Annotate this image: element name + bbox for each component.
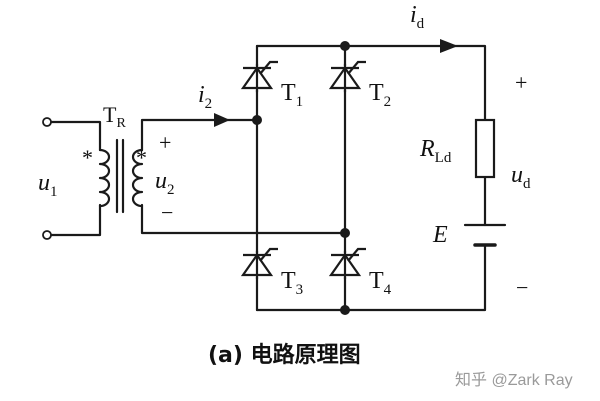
diagram-caption: (a) 电路原理图 bbox=[208, 342, 361, 368]
load-plus-sign: + bbox=[515, 70, 527, 95]
junction-dot-bottom bbox=[340, 305, 350, 315]
secondary-current-label: i2 bbox=[198, 82, 212, 112]
thyristor-gate-lead bbox=[347, 247, 366, 262]
thyristor-label: T2 bbox=[369, 80, 391, 110]
primary-terminal-top bbox=[42, 117, 52, 127]
thyristor-t1: T1 bbox=[240, 60, 303, 110]
junction-dot-top bbox=[340, 41, 350, 51]
transformer-label: TR bbox=[103, 102, 126, 131]
junction-dot-b bbox=[340, 228, 350, 238]
load-current-label: id bbox=[410, 2, 425, 32]
secondary-minus-sign: − bbox=[161, 200, 173, 225]
thyristor-gate-lead bbox=[259, 60, 278, 75]
thyristor-triangle-icon bbox=[240, 66, 274, 90]
thyristor-label: T3 bbox=[281, 268, 303, 298]
resistor-icon bbox=[474, 118, 496, 179]
thyristor-triangle-icon bbox=[240, 253, 274, 277]
secondary-voltage-label: u2 bbox=[155, 168, 175, 198]
primary-dot-mark: * bbox=[82, 145, 93, 170]
secondary-winding bbox=[131, 148, 144, 208]
thyristor-t3: T3 bbox=[240, 247, 303, 298]
thyristor-label: T1 bbox=[281, 80, 303, 110]
secondary-plus-sign: + bbox=[159, 130, 171, 155]
thyristor-triangle-icon bbox=[328, 66, 362, 90]
thyristor-gate-lead bbox=[259, 247, 278, 262]
thyristor-label: T4 bbox=[369, 268, 392, 298]
id-arrow-icon bbox=[440, 39, 458, 53]
load-minus-sign: − bbox=[516, 275, 528, 300]
primary-bottom-lead bbox=[48, 203, 102, 237]
secondary-bottom-lead bbox=[140, 203, 347, 235]
thyristor-triangle-icon bbox=[328, 253, 362, 277]
i2-arrow-icon bbox=[214, 113, 230, 127]
transformer bbox=[98, 138, 144, 214]
primary-terminal-bottom bbox=[42, 230, 52, 240]
thyristor-gate-lead bbox=[347, 60, 366, 75]
load-voltage-label: ud bbox=[511, 162, 531, 192]
top-rail bbox=[255, 44, 487, 122]
thyristor-t2: T2 bbox=[328, 60, 391, 110]
secondary-dot-mark: * bbox=[136, 145, 147, 170]
bottom-rail bbox=[255, 243, 487, 312]
emf-label: E bbox=[432, 222, 448, 248]
junction-dot-a bbox=[252, 115, 262, 125]
thyristor-t4: T4 bbox=[328, 247, 392, 298]
primary-voltage-label: u1 bbox=[38, 170, 58, 200]
primary-winding bbox=[98, 148, 111, 208]
watermark: 知乎 @Zark Ray bbox=[455, 371, 573, 389]
primary-top-lead bbox=[48, 120, 102, 152]
resistor-label: RLd bbox=[419, 136, 452, 166]
